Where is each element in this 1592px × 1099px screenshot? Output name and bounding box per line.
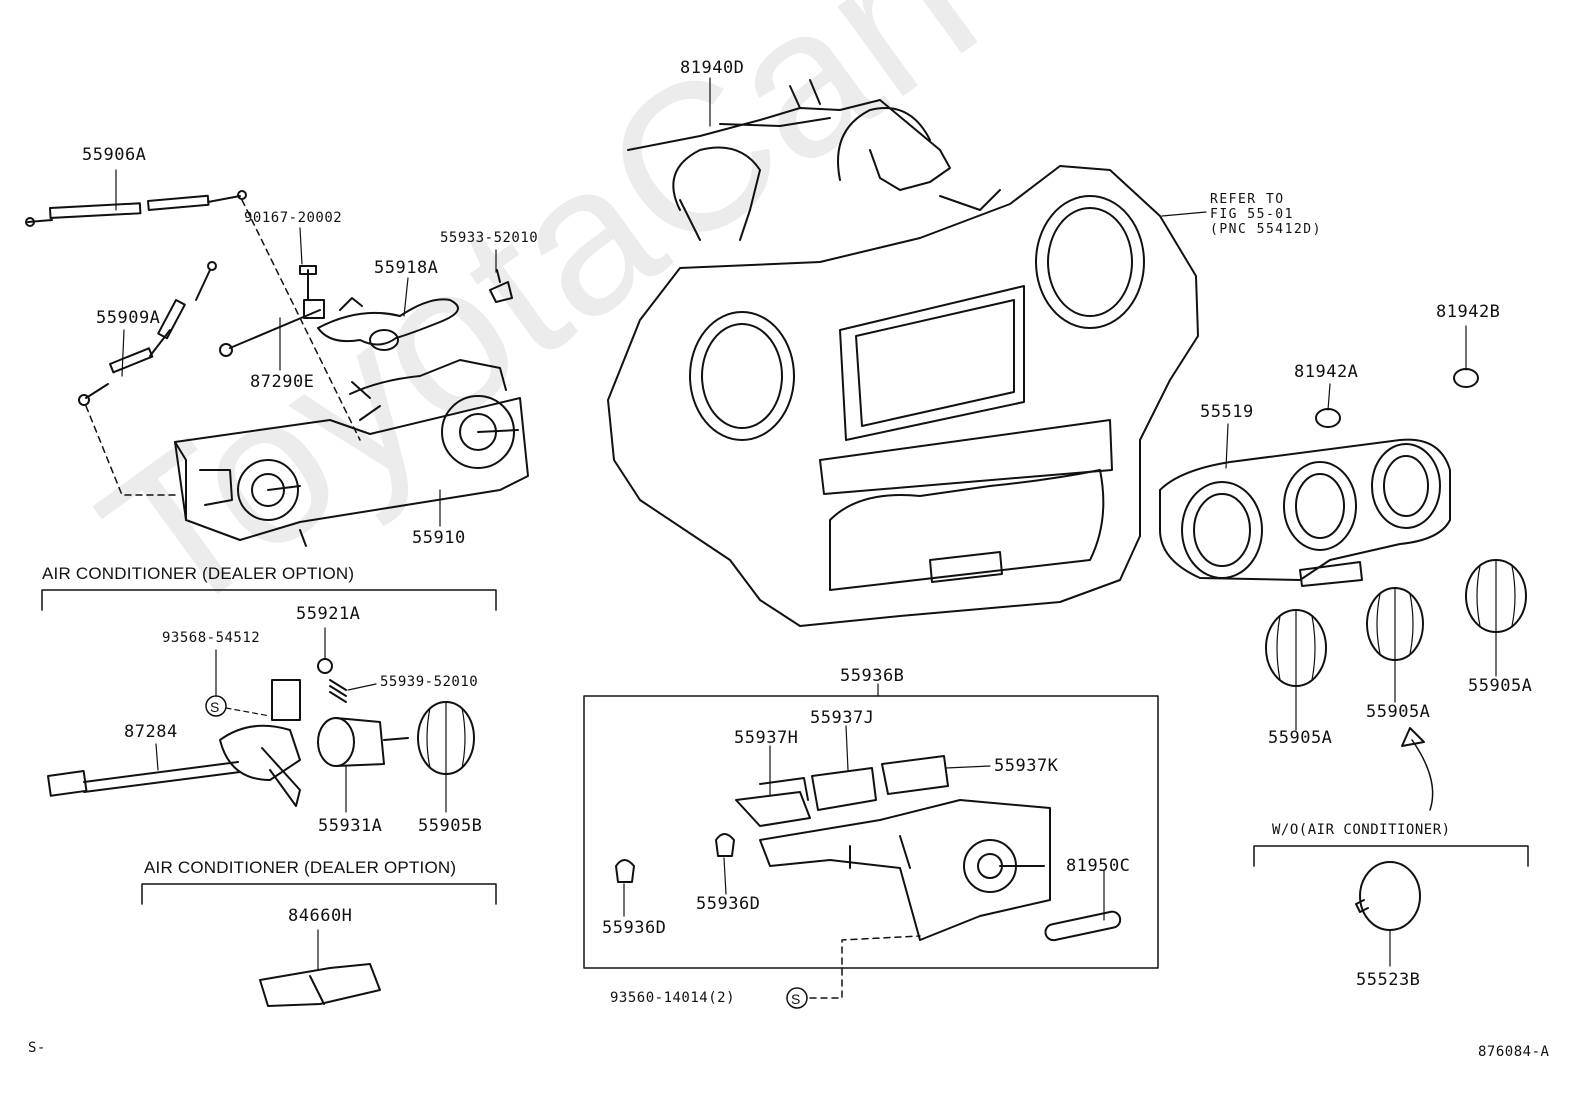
switch-55937H — [735, 777, 811, 827]
mechanism — [759, 799, 1051, 941]
footer-left: S- — [28, 1040, 46, 1056]
harness-87284 — [47, 679, 301, 807]
control-panel-55519 — [1159, 438, 1451, 587]
part-label-55906A: 55906A — [82, 145, 147, 165]
part-label-55910: 55910 — [412, 528, 466, 548]
s-mark — [786, 987, 808, 1009]
assembly-frame-55936B — [583, 695, 1159, 969]
footer-right: 876084-A — [1478, 1044, 1550, 1060]
knob-55905B — [417, 701, 475, 775]
part-label-81942B: 81942B — [1436, 302, 1501, 322]
leader — [1161, 211, 1207, 217]
cap-55523B — [1355, 861, 1421, 931]
leader — [347, 683, 377, 691]
s-mark-text: S — [210, 699, 219, 715]
part-label-81942A: 81942A — [1294, 362, 1359, 382]
section-label-ac-dealer-option-2: AIR CONDITIONER (DEALER OPTION) — [144, 858, 457, 877]
reference-note: REFER TO FIG 55-01 (PNC 55412D) — [1210, 192, 1322, 237]
bulb-55936D-a — [615, 859, 635, 883]
ball-55921A — [317, 658, 333, 674]
strip-81950C — [1044, 910, 1122, 942]
part-label-55905B: 55905B — [418, 816, 483, 836]
part-label-55519: 55519 — [1200, 402, 1254, 422]
s-mark-text: S — [791, 991, 800, 1007]
part-label-55905A-c: 55905A — [1468, 676, 1533, 696]
knob-55905A-c — [1465, 559, 1527, 633]
section-label-wo-ac: W/O(AIR CONDITIONER) — [1272, 822, 1451, 838]
leader-lines — [115, 77, 1497, 971]
leader — [225, 707, 271, 717]
switch-55937K — [881, 755, 949, 795]
section-label-ac-dealer-option: AIR CONDITIONER (DEALER OPTION) — [42, 564, 355, 583]
part-label-81950C: 81950C — [1066, 856, 1131, 876]
bracket-81940D — [627, 79, 951, 241]
part-label-55918A: 55918A — [374, 258, 439, 278]
part-label-87290E: 87290E — [250, 372, 315, 392]
part-label-55909A: 55909A — [96, 308, 161, 328]
arrow — [1411, 739, 1434, 811]
cable-55906A — [25, 190, 247, 227]
part-label-55905A-b: 55905A — [1366, 702, 1431, 722]
part-label-55937J: 55937J — [810, 708, 875, 728]
knob-55905A-a — [1265, 609, 1327, 687]
spring-55939 — [329, 679, 347, 703]
clip-55933 — [489, 269, 513, 303]
reference-line-3: (PNC 55412D) — [1210, 222, 1322, 237]
part-label-55939-52010: 55939-52010 — [380, 674, 479, 690]
dashed-leader — [241, 199, 361, 441]
disc-81942B — [1453, 368, 1479, 388]
knob-body-55931A — [317, 717, 409, 767]
control-housing-55910 — [174, 359, 529, 547]
part-label-55937H: 55937H — [734, 728, 799, 748]
section-bracket — [41, 589, 497, 611]
part-label-55937K: 55937K — [994, 756, 1059, 776]
part-label-55523B: 55523B — [1356, 970, 1421, 990]
reference-line-2: FIG 55-01 — [1210, 207, 1294, 222]
part-label-55936D-b: 55936D — [696, 894, 761, 914]
part-label-55905A-a: 55905A — [1268, 728, 1333, 748]
part-label-55933-52010: 55933-52010 — [440, 230, 539, 246]
center-panel — [607, 165, 1199, 627]
cable-55909A — [78, 261, 217, 406]
part-label-55936B: 55936B — [840, 666, 905, 686]
section-bracket — [1253, 845, 1529, 867]
part-label-93568-54512: 93568-54512 — [162, 630, 261, 646]
disc-81942A — [1315, 408, 1341, 428]
part-label-55931A: 55931A — [318, 816, 383, 836]
knob-55905A-b — [1366, 587, 1424, 661]
switch-55937J — [811, 767, 877, 811]
part-label-81940D: 81940D — [680, 58, 745, 78]
part-label-55936D-a: 55936D — [602, 918, 667, 938]
part-label-93560-14014: 93560-14014(2) — [610, 990, 736, 1006]
dashed-leader — [85, 405, 176, 496]
section-bracket — [141, 883, 497, 905]
bulb-55936D-b — [715, 833, 735, 857]
switch-84660H — [259, 963, 381, 1007]
lever-55918A — [317, 297, 459, 351]
part-label-87284: 87284 — [124, 722, 178, 742]
part-label-55921A: 55921A — [296, 604, 361, 624]
dashed-leader — [809, 935, 921, 999]
part-label-90167-20002: 90167-20002 — [244, 210, 343, 226]
rod-87290E — [219, 265, 325, 357]
part-label-84660H: 84660H — [288, 906, 353, 926]
arrowhead — [1401, 727, 1425, 747]
reference-line-1: REFER TO — [1210, 192, 1285, 207]
